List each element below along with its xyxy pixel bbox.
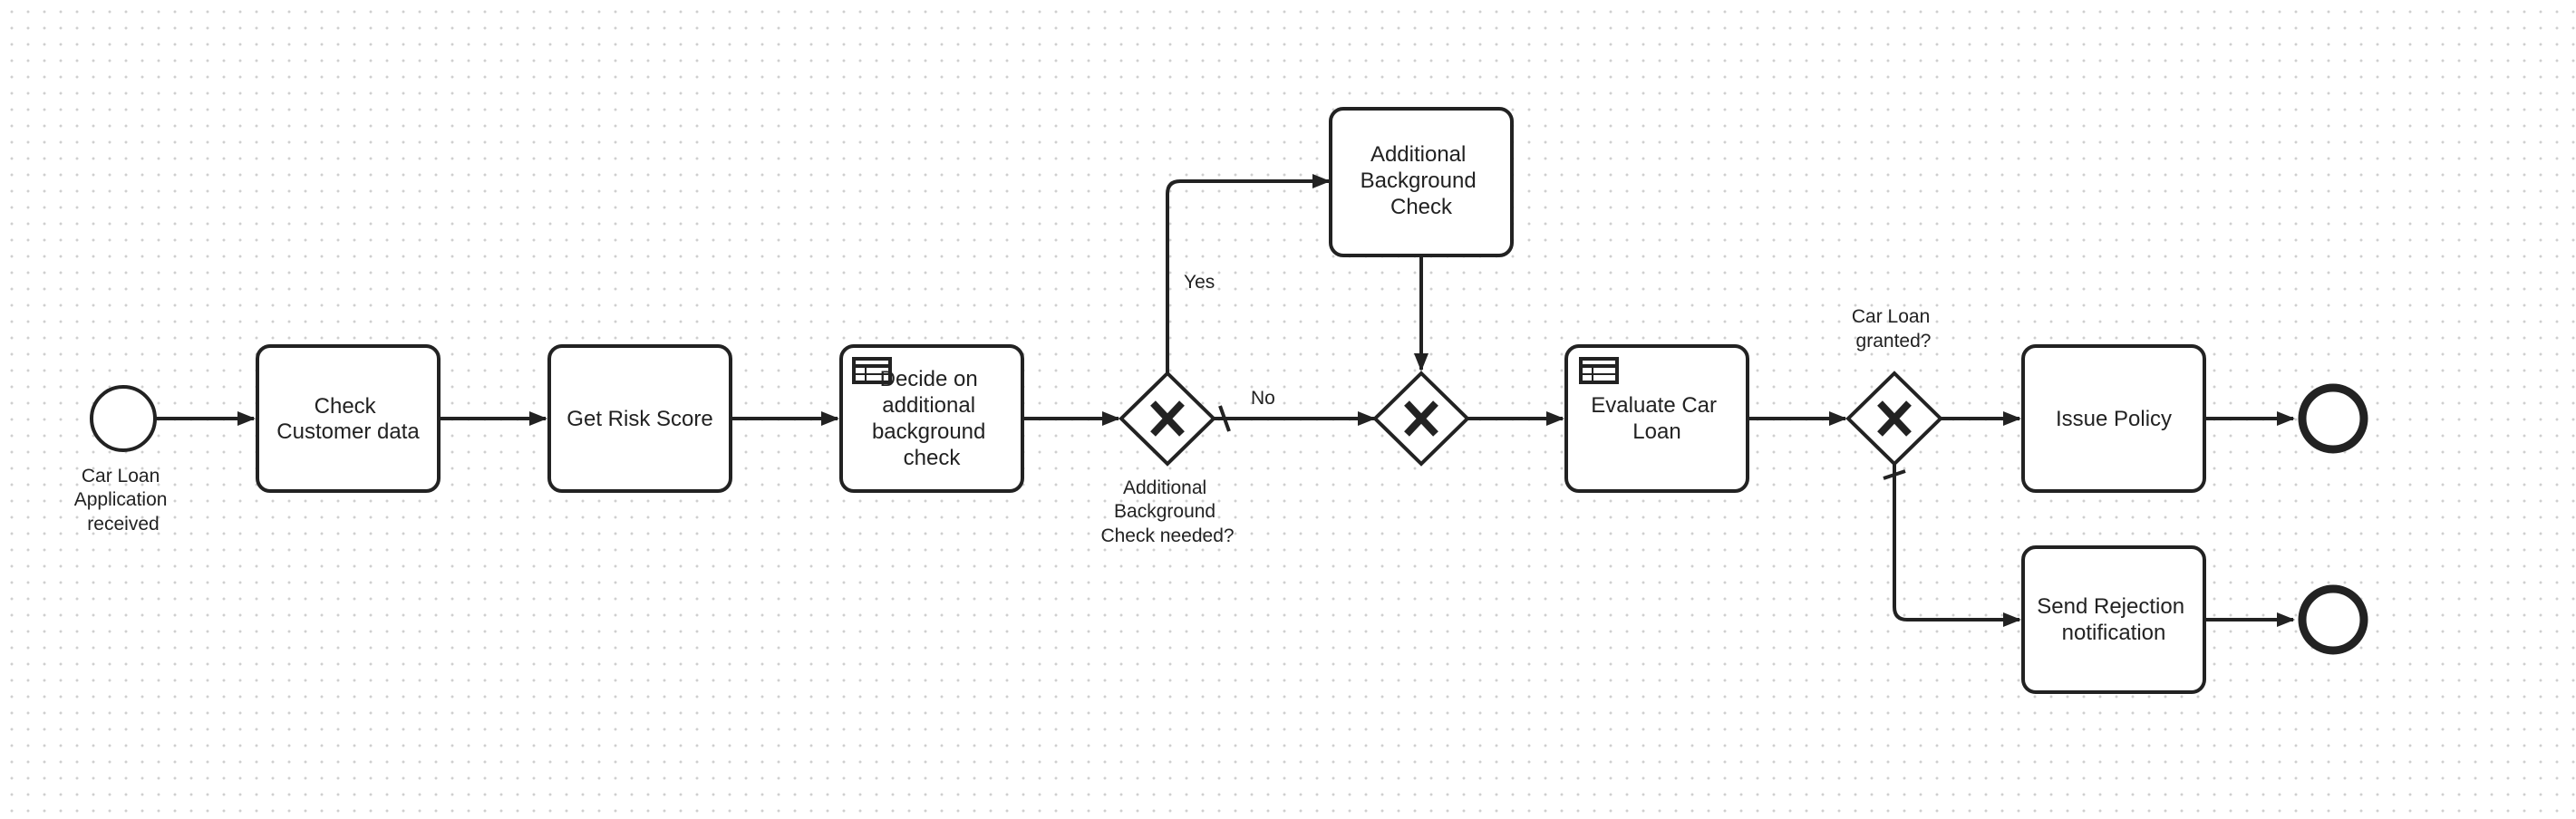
sequence-flows — [156, 174, 2295, 627]
gateway-join[interactable] — [1372, 371, 1470, 467]
flow-label-yes: Yes — [1184, 272, 1215, 293]
task-label: Check Customer data — [276, 394, 420, 444]
task-label: Additional Background Check — [1361, 142, 1483, 219]
task-decide-background-check[interactable]: Decide on additional background check — [839, 344, 1024, 493]
task-send-rejection[interactable]: Send Rejection notification — [2021, 545, 2206, 694]
table-icon — [1579, 357, 1619, 384]
task-evaluate-car-loan[interactable]: Evaluate Car Loan — [1564, 344, 1749, 493]
task-label: Send Rejection notification — [2037, 594, 2190, 645]
gateway-background-needed[interactable] — [1119, 371, 1216, 467]
gateway-background-needed-label: Additional Background Check needed? — [1100, 477, 1234, 546]
exclusive-x-icon — [1404, 400, 1438, 437]
flow-yes-to-background[interactable] — [1166, 174, 1331, 373]
gateway-loan-granted-label: Car Loan granted? — [1852, 306, 1935, 352]
end-event-policy-issued[interactable] — [2298, 383, 2368, 454]
exclusive-x-icon — [1150, 400, 1185, 437]
task-check-customer-data[interactable]: Check Customer data — [256, 344, 441, 493]
task-label: Evaluate Car Loan — [1591, 393, 1722, 444]
table-icon — [852, 357, 892, 384]
task-issue-policy[interactable]: Issue Policy — [2021, 344, 2206, 493]
default-flow-marker — [1883, 469, 1906, 480]
flow-label-no: No — [1251, 388, 1275, 409]
task-label: Decide on additional background check — [872, 367, 992, 470]
flow-rejected-to-send[interactable] — [1893, 464, 2021, 627]
end-event-rejection-sent[interactable] — [2298, 584, 2368, 655]
task-label: Get Risk Score — [567, 407, 712, 431]
start-event[interactable] — [90, 385, 157, 452]
task-label: Issue Policy — [2056, 407, 2172, 431]
task-additional-background-check[interactable]: Additional Background Check — [1329, 107, 1514, 257]
default-flow-marker — [1218, 405, 1231, 432]
start-event-label: Car Loan Application received — [74, 466, 173, 535]
gateway-loan-granted[interactable] — [1845, 371, 1943, 467]
exclusive-x-icon — [1877, 400, 1912, 437]
task-get-risk-score[interactable]: Get Risk Score — [547, 344, 732, 493]
